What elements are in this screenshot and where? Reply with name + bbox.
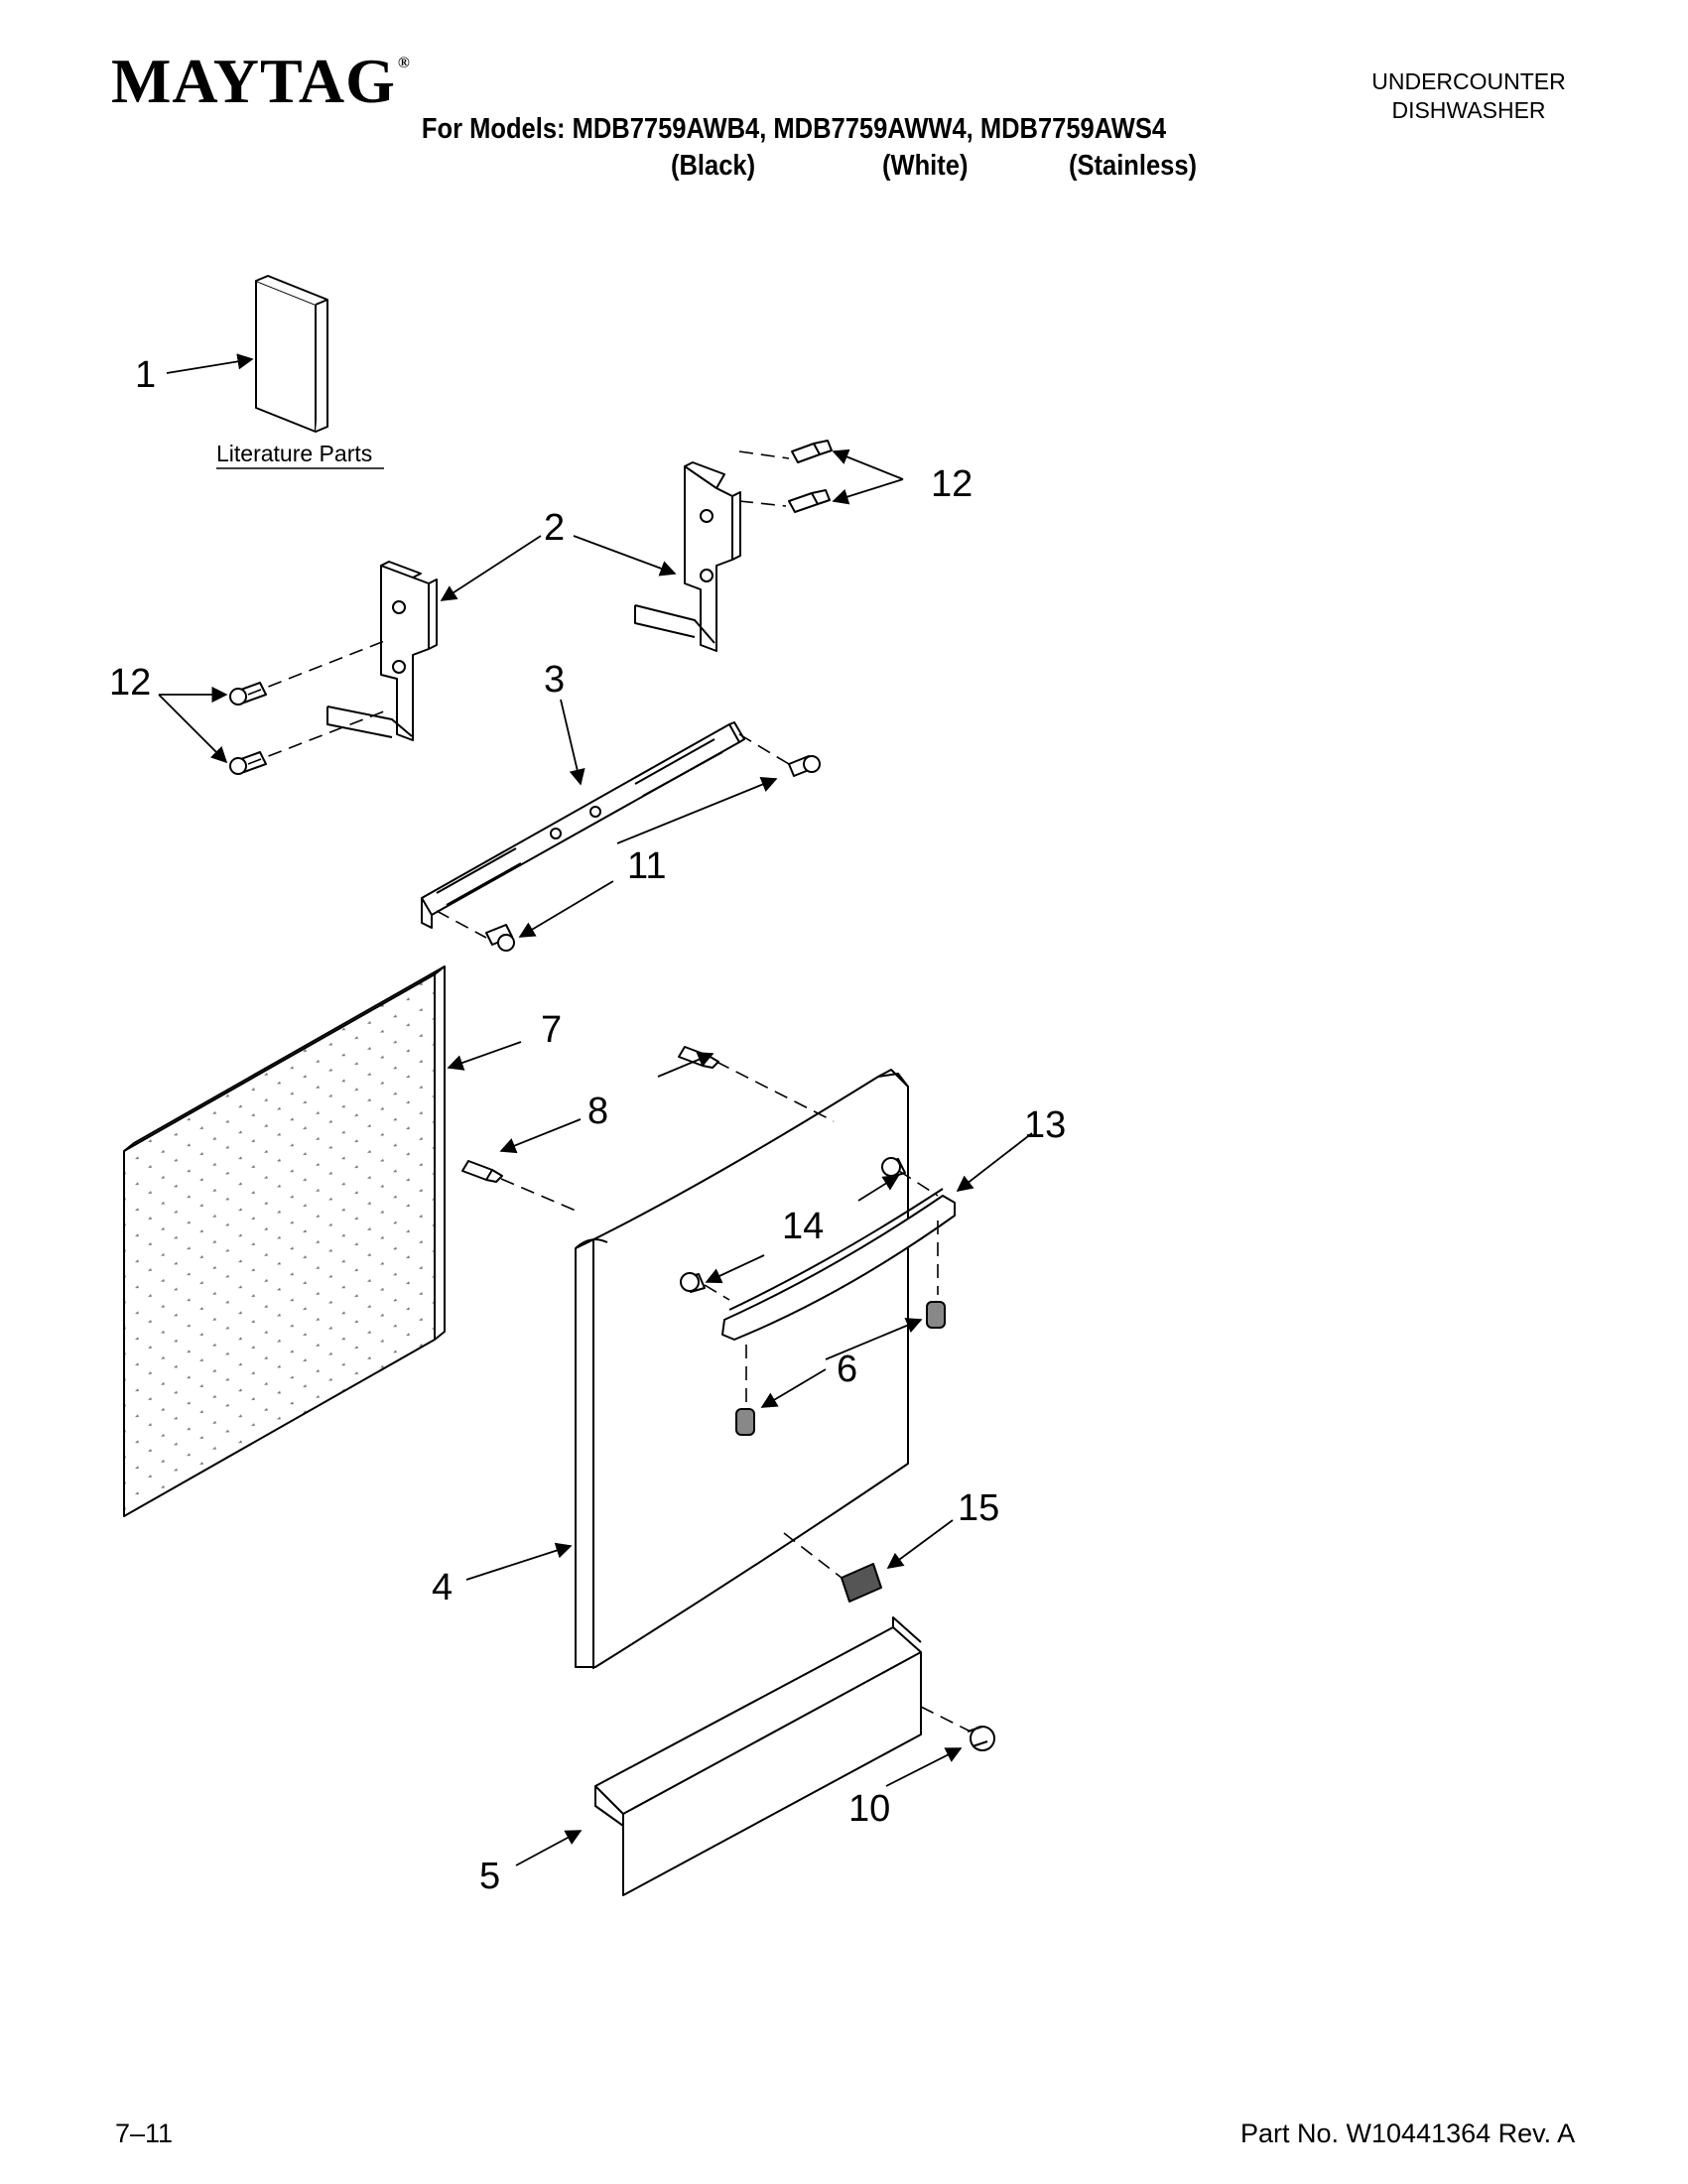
callout-1: 1 <box>135 354 156 396</box>
callout-15: 15 <box>958 1487 999 1529</box>
bumper-14-left <box>680 1272 706 1293</box>
variant-black: (Black) <box>671 150 756 182</box>
callout-12-left: 12 <box>109 662 151 704</box>
doc-type-line-1: UNDERCOUNTER <box>1371 68 1566 94</box>
revision-date: 7–11 <box>115 2119 174 2148</box>
brand-name: MAYTAG <box>111 46 396 116</box>
callout-3: 3 <box>544 659 565 701</box>
screw-11-left <box>485 924 515 952</box>
assembly-lines <box>247 450 972 1733</box>
registered-mark: ® <box>397 55 411 71</box>
callout-4: 4 <box>432 1567 453 1608</box>
screw-12-left-a <box>229 682 267 706</box>
doc-type-line-2: DISHWASHER <box>1391 97 1546 123</box>
callout-10: 10 <box>848 1788 890 1830</box>
callout-8: 8 <box>587 1091 608 1132</box>
callout-14: 14 <box>782 1206 824 1247</box>
hinge-bracket-left <box>326 561 438 741</box>
callout-11: 11 <box>627 845 666 887</box>
callout-13: 13 <box>1024 1104 1066 1146</box>
hinge-bracket-right <box>634 461 741 652</box>
door-panel <box>575 1069 909 1669</box>
callout-12-top: 12 <box>931 463 973 505</box>
screw-12-top-b <box>788 489 831 513</box>
variant-white: (White) <box>882 150 969 182</box>
screw-8-left <box>461 1160 503 1183</box>
mounting-bracket <box>421 721 745 929</box>
toe-panel <box>594 1616 922 1896</box>
set-screw-6-right <box>926 1301 946 1329</box>
brand-logo: MAYTAG® <box>111 50 411 113</box>
callout-7: 7 <box>541 1009 562 1051</box>
screw-12-left-b <box>229 751 267 775</box>
insulation-panel <box>123 965 446 1517</box>
part-number: Part No. W10441364 Rev. A <box>1240 2119 1576 2148</box>
set-screw-6-left <box>735 1408 755 1436</box>
document-type: UNDERCOUNTER DISHWASHER <box>1320 67 1618 125</box>
callout-6: 6 <box>837 1349 857 1390</box>
screw-11-right <box>788 755 821 777</box>
door-handle <box>721 1188 956 1341</box>
callout-5: 5 <box>479 1856 500 1897</box>
variant-stainless: (Stainless) <box>1069 150 1198 182</box>
callout-2: 2 <box>544 507 565 549</box>
screw-10 <box>967 1726 995 1751</box>
badge <box>841 1563 882 1603</box>
literature-parts-label: Literature Parts <box>216 441 372 466</box>
leader-arrows <box>158 353 1033 1866</box>
screw-12-top-a <box>791 440 833 463</box>
literature-book <box>255 275 328 433</box>
models-line: For Models: MDB7759AWB4, MDB7759AWW4, MD… <box>421 113 1167 145</box>
